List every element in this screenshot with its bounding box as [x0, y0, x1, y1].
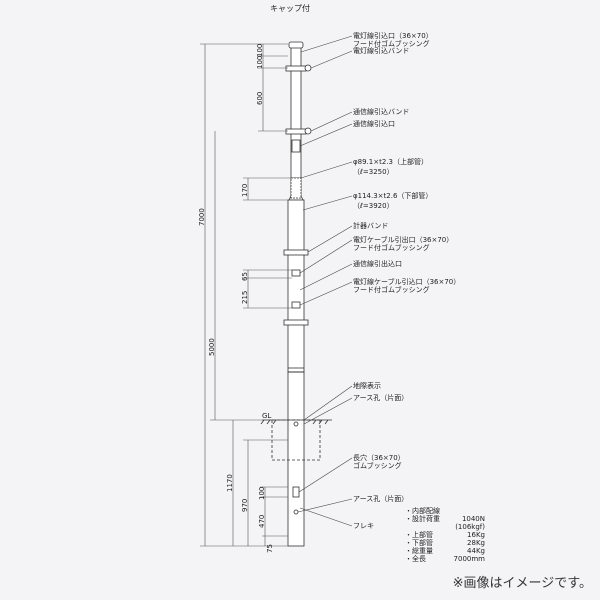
spec-load-row: ・設計荷重 1040N [405, 515, 485, 523]
lower-pipe [287, 199, 305, 373]
spec-load-label: ・設計荷重 [405, 515, 440, 523]
cable-entry [291, 301, 301, 309]
dim-100c: 100 [258, 486, 266, 500]
spec-length-label: ・全長 [405, 555, 426, 563]
label-slot: 長穴（36×70） [353, 454, 405, 462]
earth-bolt-2 [293, 421, 299, 427]
spec-upper-row: ・上部管 16Kg [405, 531, 485, 539]
upper-pipe [290, 43, 302, 179]
spec-total-value: 44Kg [467, 547, 485, 555]
spec-upper-label: ・上部管 [405, 531, 433, 539]
label-lower-pipe: φ114.3×t2.6（下部管） [353, 192, 433, 200]
label-lamp-cable-entry-2: フード付ゴムブッシング [353, 286, 430, 294]
comm-band-bolt [304, 127, 312, 135]
label-lamp-entry-2: フード付ゴムブッシング [353, 40, 430, 48]
label-lamp-entry: 電灯線引込口（36×70） [353, 32, 433, 40]
cable-exit [291, 269, 301, 277]
dim-100b: 100 [256, 55, 264, 69]
spec-load-value-2: (106kgf) [455, 523, 485, 531]
label-comm-entry: 通信線引込口 [353, 120, 395, 128]
dim-5000: 5000 [208, 338, 216, 356]
lamp-band [285, 65, 307, 72]
image-note: ※画像はイメージです。 [452, 576, 592, 591]
dim-1170: 1170 [226, 474, 234, 492]
comm-band [285, 128, 307, 135]
label-upper-len: （ℓ=3250） [353, 168, 394, 176]
label-earth-hole-2: アース孔（片面） [353, 495, 409, 503]
label-flexible: フレキ [353, 522, 374, 530]
band-2 [283, 319, 309, 326]
slot-hole [292, 486, 300, 498]
spec-length-value: 7000mm [453, 555, 485, 563]
spec-length-row: ・全長 7000mm [405, 555, 485, 563]
dim-470: 470 [258, 514, 266, 528]
dim-600: 600 [256, 91, 264, 105]
label-lower-len: （ℓ=3920） [353, 202, 394, 210]
spec-load-value: 1040N [461, 515, 485, 523]
label-slot-2: ゴムブッシング [353, 462, 402, 470]
dim-75: 75 [266, 544, 274, 553]
spec-total-row: ・総重量 44Kg [405, 547, 485, 555]
spec-header: ・内部配線 [405, 507, 440, 515]
label-meter-band: 計器バンド [353, 222, 389, 230]
label-ground-mark: 地際表示 [353, 382, 381, 390]
spec-lower-row: ・下部管 28Kg [405, 539, 485, 547]
cap [288, 41, 304, 49]
spec-upper-value: 16Kg [467, 531, 485, 539]
label-comm-exit: 通信線引出込口 [353, 260, 402, 268]
comm-entry-box [291, 139, 301, 153]
label-lamp-cable-exit-2: フード付ゴムブッシング [353, 244, 430, 252]
lower-pipe-2 [287, 371, 305, 547]
spec-lower-label: ・下部管 [405, 539, 433, 547]
spec-block: ・内部配線 ・設計荷重 1040N (106kgf) ・上部管 16Kg ・下部… [405, 507, 485, 563]
label-earth-hole-1: アース孔（片面） [353, 394, 409, 402]
spec-total-label: ・総重量 [405, 547, 433, 555]
dim-170: 170 [241, 183, 249, 197]
label-lamp-cable-entry: 電灯線ケーブル引込口（36×70） [353, 278, 461, 286]
dim-7000: 7000 [198, 208, 206, 226]
label-lamp-cable-exit: 電灯ケーブル引出口（36×70） [353, 236, 454, 244]
dim-215: 215 [241, 290, 249, 304]
diagram-title: キャップ付 [270, 4, 310, 13]
label-lamp-band: 電灯線引込バンド [353, 47, 410, 55]
lamp-band-bolt [304, 64, 312, 72]
dim-65: 65 [241, 272, 249, 281]
taper-section [290, 177, 302, 199]
label-upper-pipe: φ89.1×t2.3（上部管） [353, 158, 428, 166]
label-gl: GL [262, 412, 272, 420]
meter-band [283, 249, 309, 256]
dim-970: 970 [241, 498, 249, 512]
earth-bolt [293, 509, 299, 515]
spec-load-row-2: (106kgf) [405, 523, 485, 531]
spec-lower-value: 28Kg [467, 539, 485, 547]
label-comm-band: 通信線引込バンド [353, 108, 410, 116]
